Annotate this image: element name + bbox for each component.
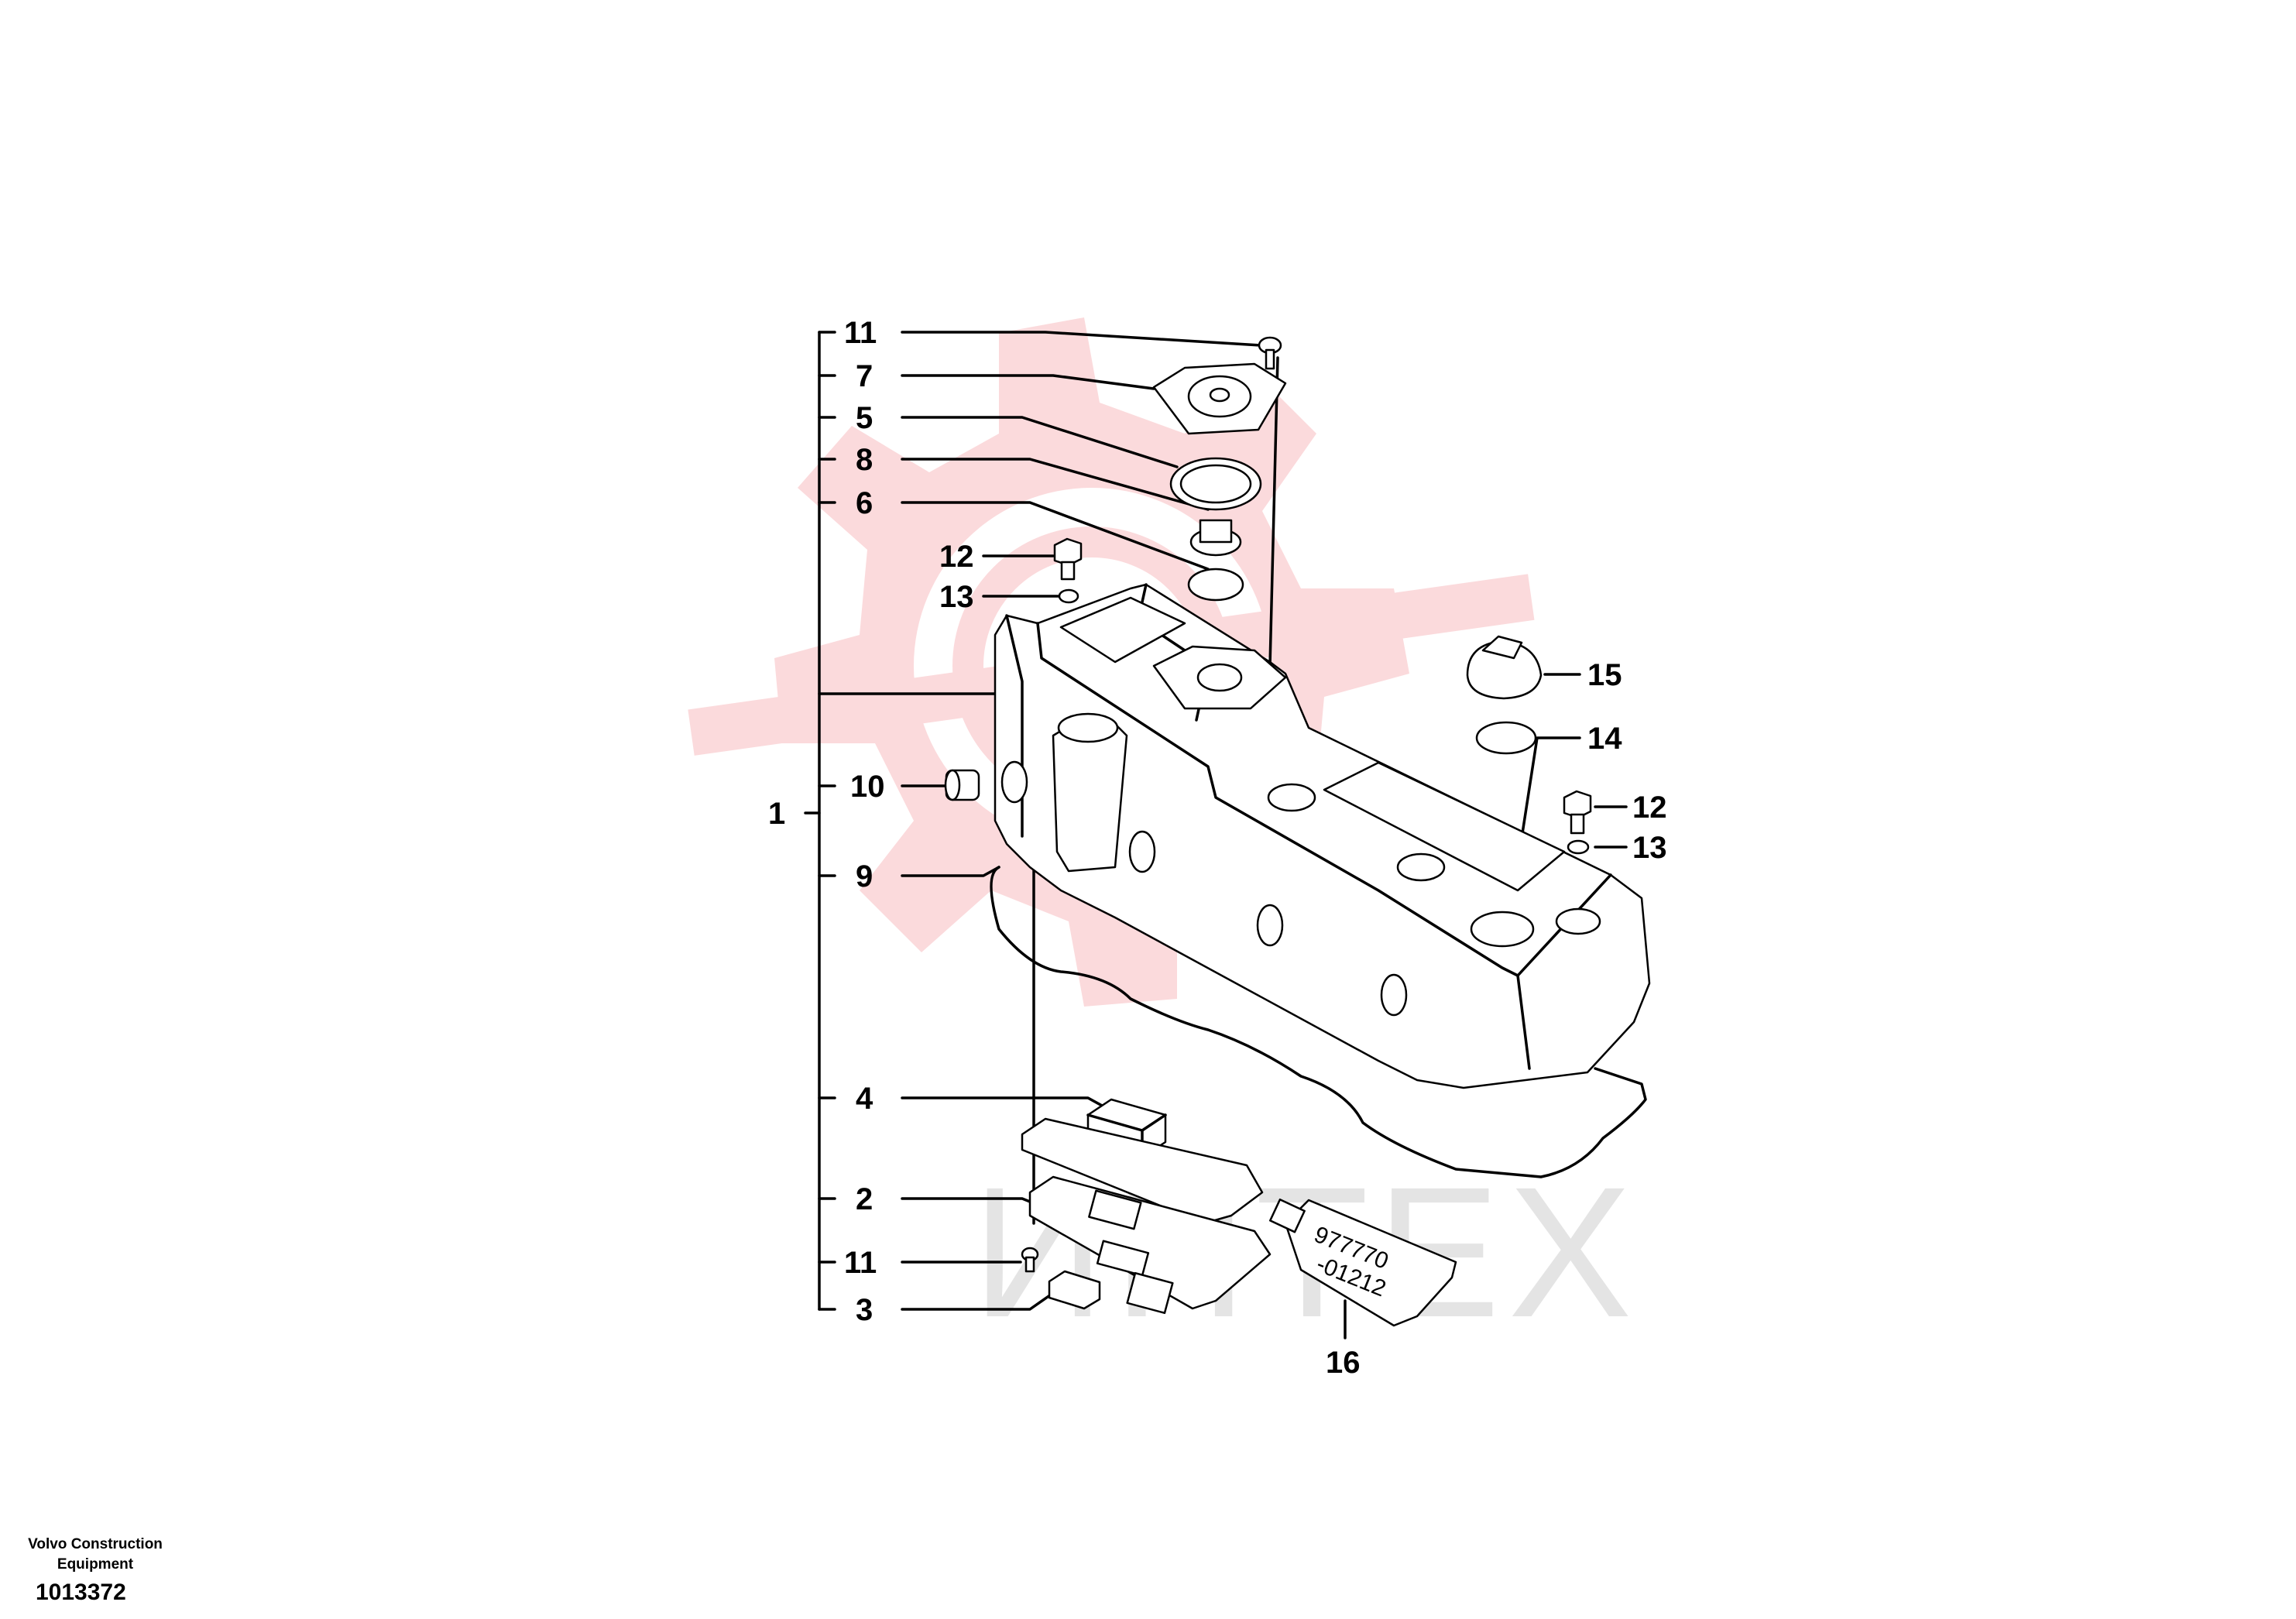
part-6-plate (1187, 568, 1244, 602)
callout-15: 15 (1587, 658, 1622, 692)
callout-4: 4 (856, 1082, 873, 1116)
part-12-bolt-right (1563, 790, 1592, 835)
part-3-block (1048, 1270, 1101, 1310)
part-8-spring (1189, 519, 1242, 557)
drawing-number: 1013372 (36, 1580, 126, 1605)
callout-14: 14 (1587, 722, 1622, 756)
callout-3: 3 (856, 1293, 873, 1327)
part-13-washer-left (1058, 588, 1079, 604)
callout-11-bottom: 11 (844, 1246, 877, 1280)
part-15-filler-cap (1466, 635, 1543, 700)
callout-6: 6 (856, 486, 873, 520)
callout-bracket (804, 331, 997, 1311)
part-13-washer-right (1567, 839, 1590, 855)
callout-9: 9 (856, 859, 873, 894)
part-9-gasket (990, 866, 1647, 1178)
callout-1: 1 (768, 797, 785, 831)
callout-2: 2 (856, 1182, 873, 1216)
callout-13-right: 13 (1632, 831, 1667, 865)
part-7-cover-plate (1152, 362, 1287, 435)
callout-labels: 11 7 5 8 6 12 13 15 14 12 13 10 1 9 4 2 … (768, 316, 1667, 1380)
brand-name: Volvo Construction Equipment (28, 1536, 163, 1573)
callout-12-right: 12 (1632, 791, 1667, 825)
part-11-screw-top (1258, 336, 1282, 370)
callout-8: 8 (856, 443, 873, 477)
leader-lines (901, 331, 1628, 1339)
callout-13-left: 13 (939, 580, 974, 614)
callout-10: 10 (850, 770, 885, 804)
callout-16: 16 (1326, 1346, 1361, 1380)
part-1-rocker-cover (994, 583, 1651, 1089)
callout-5: 5 (856, 401, 873, 435)
callout-11-top: 11 (844, 316, 877, 350)
part-5-diaphragm (1169, 457, 1262, 511)
part-11-screw-bottom (1021, 1247, 1039, 1273)
part-2-baffle-plate (1021, 1117, 1272, 1315)
callout-7: 7 (856, 359, 873, 393)
part-14-o-ring (1475, 721, 1537, 755)
callout-12-left: 12 (939, 540, 974, 574)
part-10-cap (944, 769, 980, 801)
part-12-bolt-left (1053, 537, 1083, 581)
